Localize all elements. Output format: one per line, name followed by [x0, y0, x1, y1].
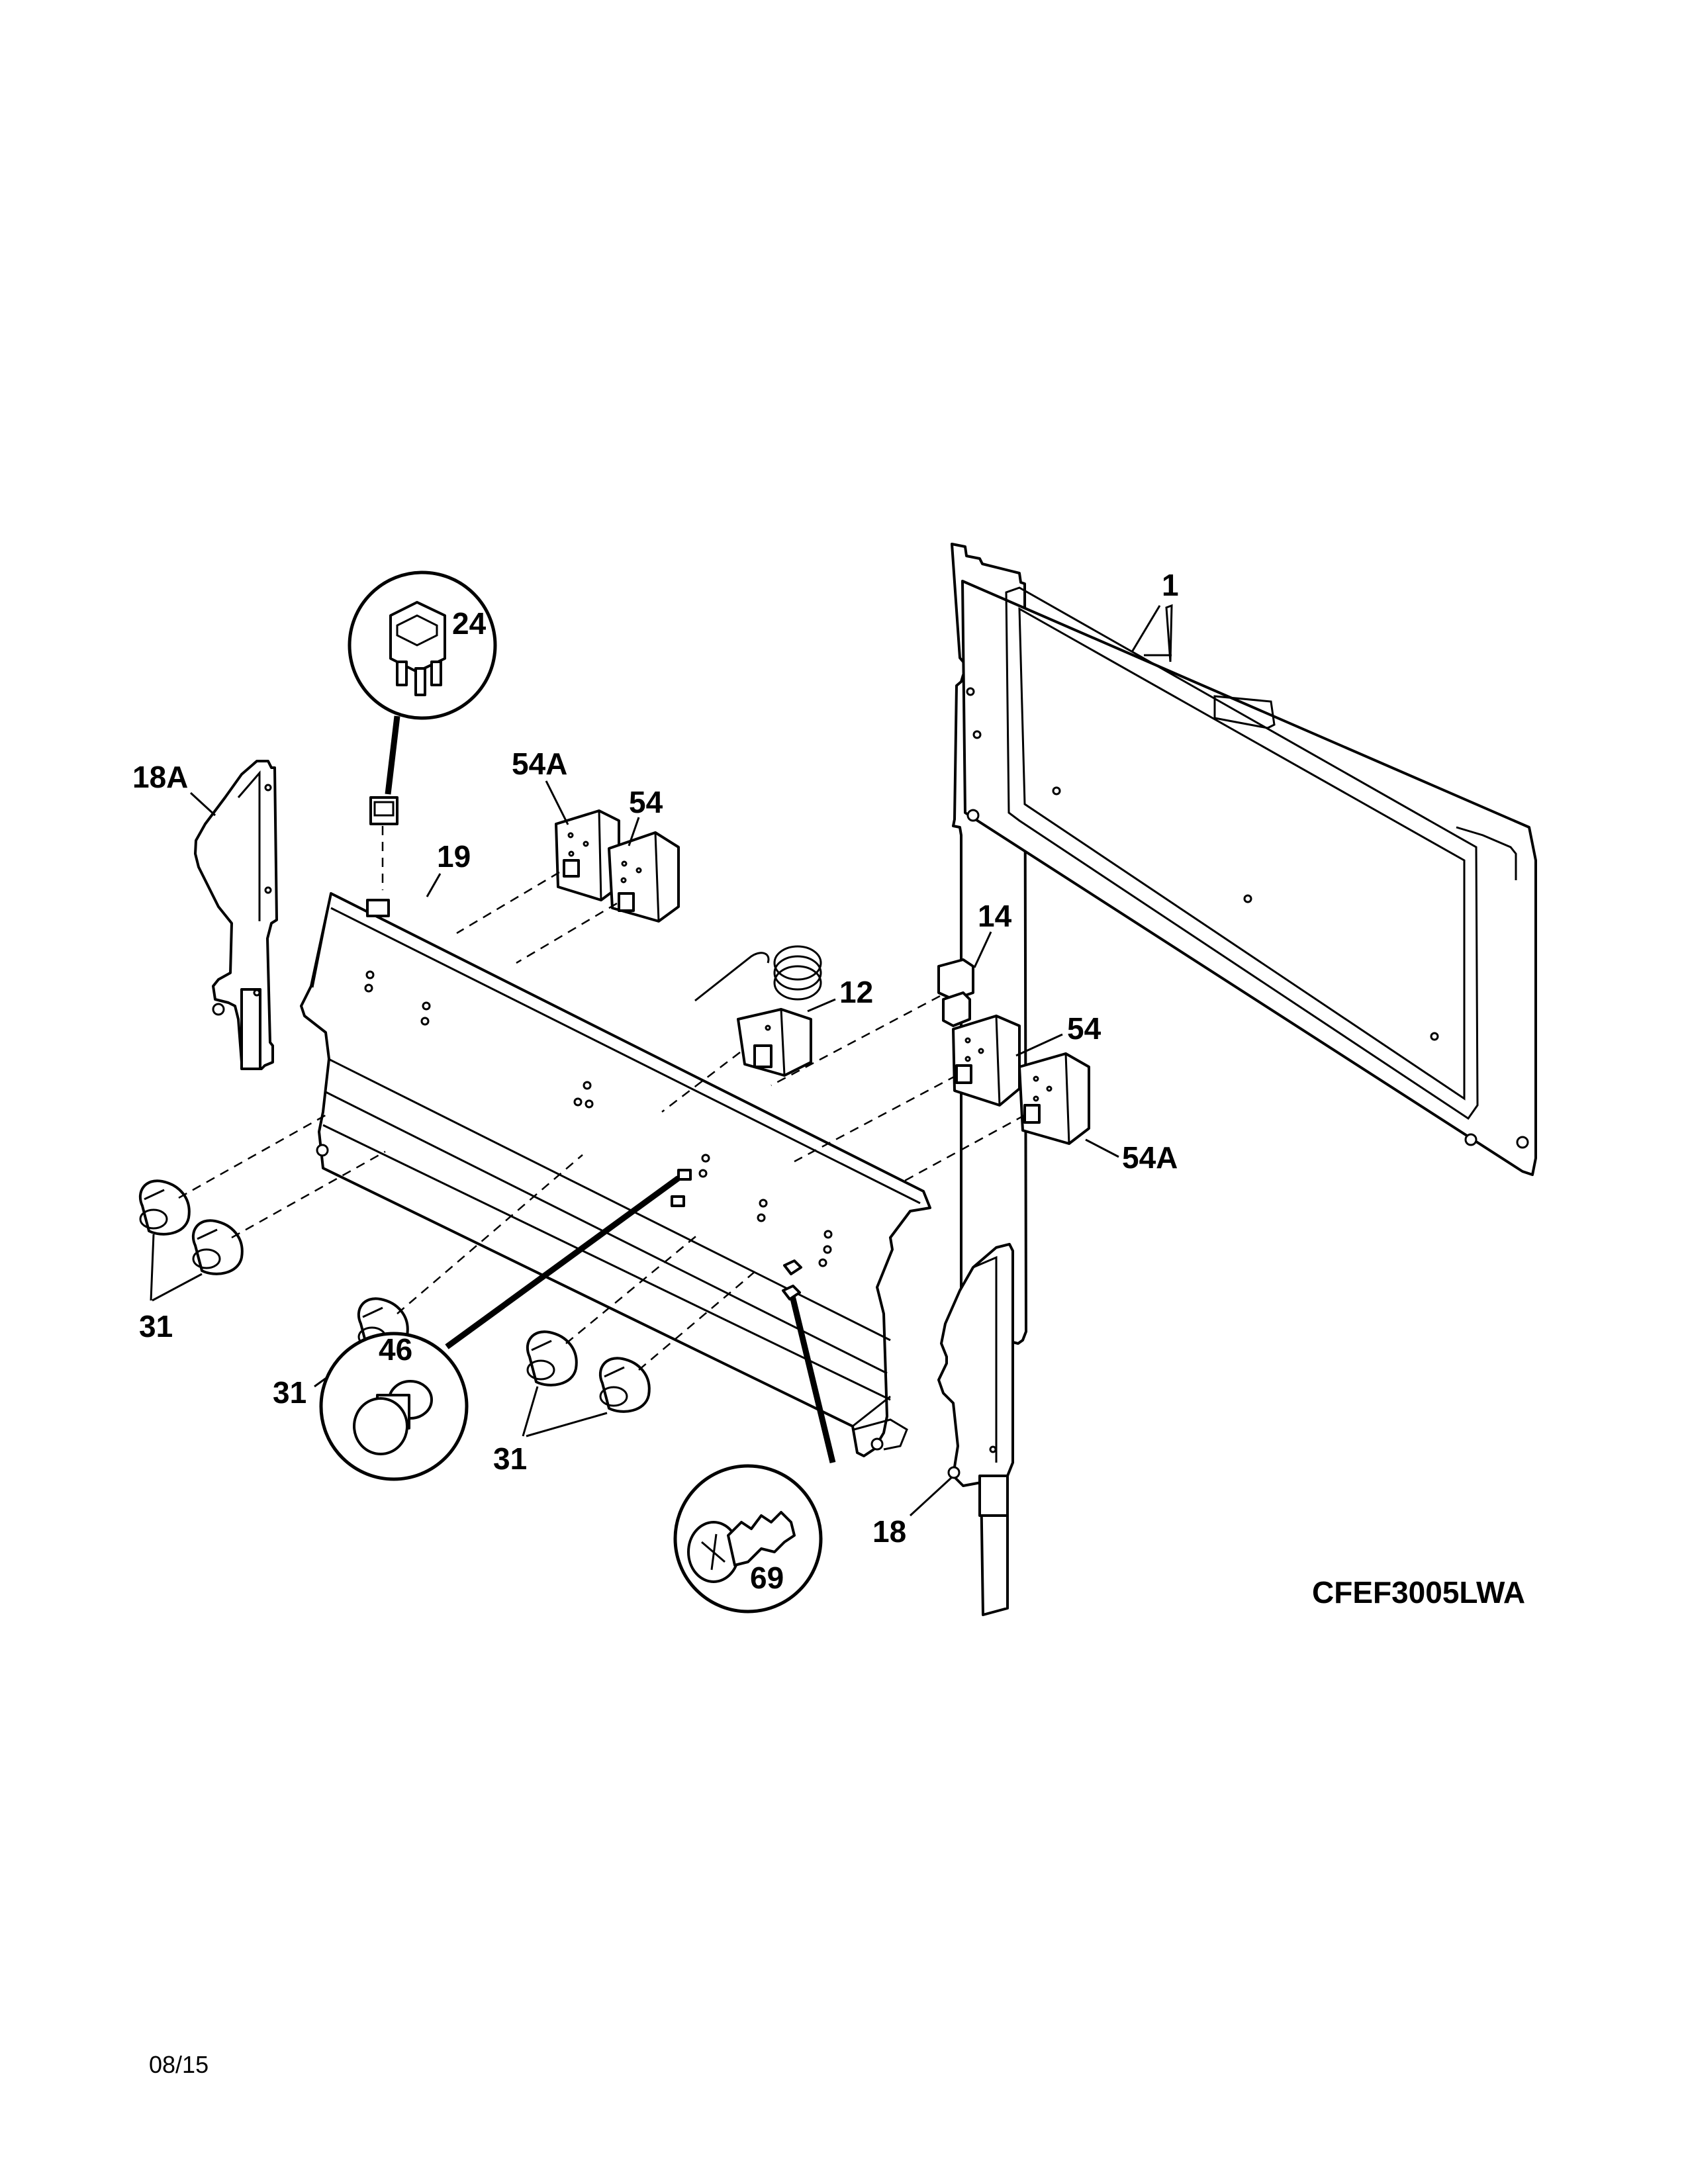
- side-bracket-part-18A: [194, 760, 278, 1070]
- callout-part-54-lower: 54: [1067, 1011, 1102, 1046]
- callout-part-24: 24: [452, 606, 487, 641]
- rear-panel-part-1: [951, 543, 1537, 1345]
- knob-part-31-e: [598, 1357, 651, 1413]
- leader-part-54A-lower: [1085, 1138, 1119, 1158]
- callout-part-14: 14: [978, 899, 1012, 933]
- leader-part-46: [445, 1175, 680, 1349]
- dash-54A-lower: [903, 1114, 1025, 1183]
- side-bracket-part-18: [937, 1243, 1014, 1616]
- dash-knob-e: [638, 1267, 761, 1371]
- leader-part-69: [788, 1289, 836, 1464]
- infinite-switch-part-54-lower: [952, 1015, 1021, 1107]
- model-number: CFEF3005LWA: [1312, 1575, 1525, 1610]
- infinite-switch-part-54A-lower: [1018, 1052, 1090, 1145]
- callout-part-54A-upper: 54A: [512, 747, 567, 781]
- leader-part-54-lower: [1015, 1033, 1063, 1057]
- leader-part-31-right: [522, 1386, 608, 1437]
- knob-part-31-d: [526, 1330, 578, 1387]
- knob-part-31-a: [138, 1179, 191, 1236]
- leader-part-18A: [189, 792, 216, 817]
- date-code: 08/15: [149, 2051, 209, 2078]
- dash-54-upper: [516, 902, 618, 964]
- screw-detail-bubble: [673, 1464, 823, 1614]
- callout-part-31-right: 31: [493, 1441, 527, 1476]
- dash-part-12: [661, 1052, 741, 1113]
- callout-part-18A: 18A: [132, 760, 188, 794]
- callout-part-69: 69: [750, 1561, 784, 1595]
- callout-part-46: 46: [379, 1332, 412, 1367]
- leader-part-18: [909, 1477, 953, 1517]
- leader-part-54A-upper: [545, 780, 569, 825]
- push-button-detail-bubble: [319, 1332, 469, 1481]
- leader-part-31-left: [150, 1234, 203, 1302]
- callout-part-12: 12: [839, 975, 873, 1009]
- infinite-switch-part-54A-upper: [555, 809, 620, 901]
- callout-part-54A-lower: 54A: [1122, 1140, 1178, 1175]
- infinite-switch-part-54-upper: [608, 831, 680, 923]
- push-button-part-46: [671, 1169, 692, 1207]
- screw-part-69: [782, 1259, 802, 1300]
- rocker-switch-part-24: [369, 796, 399, 825]
- callout-part-1: 1: [1162, 568, 1179, 602]
- indicator-light-part-14: [937, 958, 974, 1027]
- dash-knob-a: [178, 1114, 326, 1199]
- leader-part-1: [1131, 605, 1161, 653]
- dash-knob-d: [565, 1234, 699, 1344]
- switch-detail-bubble: [348, 570, 497, 720]
- leader-part-14: [973, 931, 992, 968]
- leader-part-54-upper: [628, 817, 640, 846]
- callout-part-54-upper: 54: [629, 785, 663, 819]
- dash-54A-upper: [456, 871, 560, 934]
- dash-knob-c: [397, 1154, 583, 1314]
- leader-part-12: [807, 998, 836, 1013]
- dash-knob-b: [231, 1150, 386, 1239]
- control-panel-part-19: [300, 892, 931, 1457]
- callout-part-18: 18: [872, 1514, 906, 1549]
- callout-part-19: 19: [437, 839, 471, 874]
- dash-part-14: [771, 995, 941, 1087]
- leader-part-19: [426, 873, 442, 897]
- knob-part-31-b: [191, 1219, 244, 1275]
- leader-part-24: [385, 715, 400, 795]
- callout-part-31-mid: 31: [273, 1375, 306, 1410]
- callout-part-31-left: 31: [139, 1309, 173, 1343]
- thermostat-part-12: [694, 945, 822, 1077]
